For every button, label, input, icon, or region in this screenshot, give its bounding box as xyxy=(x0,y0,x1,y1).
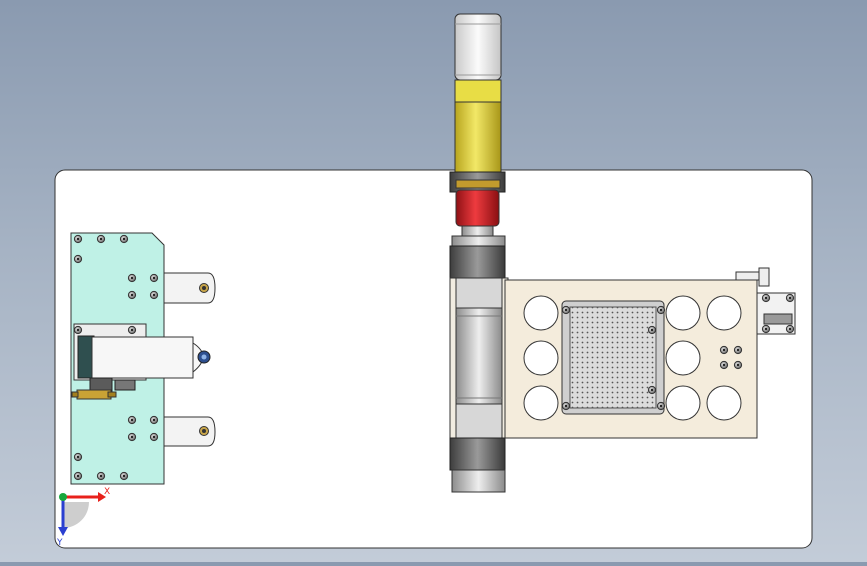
screw-socket xyxy=(564,404,568,408)
screw-socket xyxy=(659,308,663,312)
screw-socket xyxy=(130,328,134,332)
mounting-tab-bottom xyxy=(159,416,216,447)
screw-socket xyxy=(722,363,726,367)
screw-socket xyxy=(650,388,654,392)
axis-x-label: X xyxy=(104,487,110,497)
screw-socket xyxy=(122,474,126,478)
screw-socket xyxy=(130,293,134,297)
left-gripper-assembly[interactable] xyxy=(70,232,216,485)
screw-socket xyxy=(130,435,134,439)
base-plate[interactable] xyxy=(54,169,813,549)
screw-socket xyxy=(736,348,740,352)
mounting-tab-top xyxy=(159,272,216,304)
screw-socket xyxy=(736,363,740,367)
screw-socket xyxy=(722,348,726,352)
screw-socket xyxy=(99,237,103,241)
screw-socket xyxy=(152,293,156,297)
screw-socket xyxy=(76,328,80,332)
screw-socket xyxy=(130,276,134,280)
screw-socket xyxy=(650,328,654,332)
shaft-coupling xyxy=(455,189,500,227)
screw-socket xyxy=(76,455,80,459)
screw-socket xyxy=(788,296,792,300)
screw-socket xyxy=(788,327,792,331)
brass-fitting xyxy=(76,389,112,400)
screw-socket xyxy=(659,404,663,408)
screw-socket xyxy=(564,308,568,312)
linear-axis-column[interactable] xyxy=(449,13,519,493)
slide-arm xyxy=(91,336,194,379)
screw-socket xyxy=(764,327,768,331)
screw-socket xyxy=(152,418,156,422)
axis-y-label: Y xyxy=(56,538,63,548)
screw-socket xyxy=(99,474,103,478)
screw-socket xyxy=(764,296,768,300)
tray-wells xyxy=(523,295,742,421)
screw-socket xyxy=(122,237,126,241)
screw-socket xyxy=(130,418,134,422)
screw-socket xyxy=(76,237,80,241)
ball-screw xyxy=(455,307,503,405)
screw-socket xyxy=(76,257,80,261)
sample-tray[interactable] xyxy=(504,267,796,439)
screw-socket xyxy=(76,474,80,478)
screw-socket xyxy=(152,435,156,439)
fastener-screws xyxy=(73,234,795,481)
coordinate-triad-icon: X Y xyxy=(56,487,110,548)
screw-socket xyxy=(152,276,156,280)
